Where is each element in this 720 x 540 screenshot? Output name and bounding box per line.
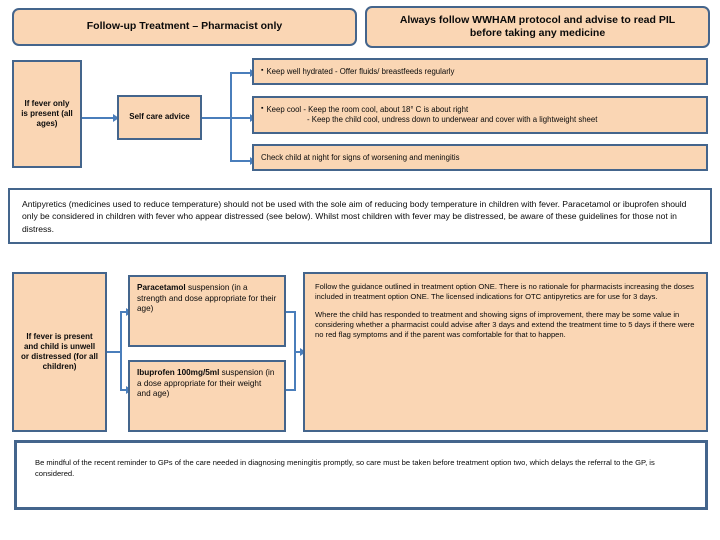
header-banner-right-line1: Always follow WWHAM protocol and advise …: [399, 13, 676, 26]
condition-box-fever-distressed-label: If fever is present and child is unwell …: [21, 331, 98, 372]
connector-branch-advice-1: [230, 72, 252, 74]
connector-treatment-1-out: [286, 311, 294, 313]
arrow-into-selfcare: [113, 114, 119, 122]
action-box-self-care-advice-label: Self care advice: [129, 112, 190, 122]
footer-note-text: Be mindful of the recent reminder to GPs…: [35, 458, 655, 478]
connector-branch-treatment-1: [120, 311, 128, 313]
treatment-box-ibuprofen: Ibuprofen 100mg/5ml suspension (in a dos…: [128, 360, 286, 432]
guidance-panel: Follow the guidance outlined in treatmen…: [303, 272, 708, 432]
connector-branch-advice-2: [230, 117, 252, 119]
action-box-self-care-advice: Self care advice: [117, 95, 202, 140]
connector-selfcare-trunk: [202, 117, 230, 119]
advice-box-night-check-label: Check child at night for signs of worsen…: [261, 152, 460, 162]
advice-box-night-check: Check child at night for signs of worsen…: [252, 144, 708, 171]
header-banner-right-line2: before taking any medicine: [469, 27, 606, 39]
header-banner-left-label: Follow-up Treatment – Pharmacist only: [86, 20, 283, 33]
antipyretics-note-box: Antipyretics (medicines used to reduce t…: [8, 188, 712, 244]
condition-box-fever-distressed: If fever is present and child is unwell …: [12, 272, 107, 432]
treatment-box-paracetamol-name: Paracetamol: [137, 283, 186, 292]
guidance-paragraph-1: Follow the guidance outlined in treatmen…: [315, 282, 694, 301]
treatment-box-ibuprofen-name: Ibuprofen 100mg/5ml: [137, 368, 220, 377]
connector-condition-to-selfcare: [82, 117, 115, 119]
treatment-box-paracetamol-detail: suspension (in a strength and dose appro…: [137, 283, 277, 313]
bullet-icon: ▪: [261, 105, 264, 113]
advice-box-keep-cool-line1: Keep cool - Keep the room cool, about 18…: [266, 105, 469, 115]
connector-distressed-spine: [120, 311, 122, 391]
advice-box-keep-cool: ▪Keep cool - Keep the room cool, about 1…: [252, 96, 708, 134]
antipyretics-note-text: Antipyretics (medicines used to reduce t…: [22, 199, 687, 234]
header-banner-left: Follow-up Treatment – Pharmacist only: [12, 8, 357, 46]
advice-box-hydration-label: Keep well hydrated - Offer fluids/ breas…: [266, 66, 455, 76]
bullet-icon: ▪: [261, 66, 264, 74]
condition-box-fever-only-label: If fever only is present (all ages): [21, 98, 73, 129]
advice-box-hydration: ▪Keep well hydrated - Offer fluids/ brea…: [252, 58, 708, 85]
condition-box-fever-only: If fever only is present (all ages): [12, 60, 82, 168]
connector-branch-advice-3: [230, 160, 252, 162]
treatment-box-ibuprofen-detail: suspension (in a dose appropriate for th…: [137, 368, 275, 398]
footer-note-box: Be mindful of the recent reminder to GPs…: [14, 440, 708, 510]
guidance-paragraph-2: Where the child has responded to treatme…: [315, 310, 695, 339]
treatment-box-paracetamol: Paracetamol suspension (in a strength an…: [128, 275, 286, 347]
connector-branch-treatment-2: [120, 389, 128, 391]
connector-treatment-2-out: [286, 389, 294, 391]
advice-box-keep-cool-line2: - Keep the child cool, undress down to u…: [307, 115, 598, 124]
connector-merge-to-guidance: [294, 351, 302, 353]
header-banner-right: Always follow WWHAM protocol and advise …: [365, 6, 710, 48]
connector-distressed-trunk: [107, 351, 120, 353]
